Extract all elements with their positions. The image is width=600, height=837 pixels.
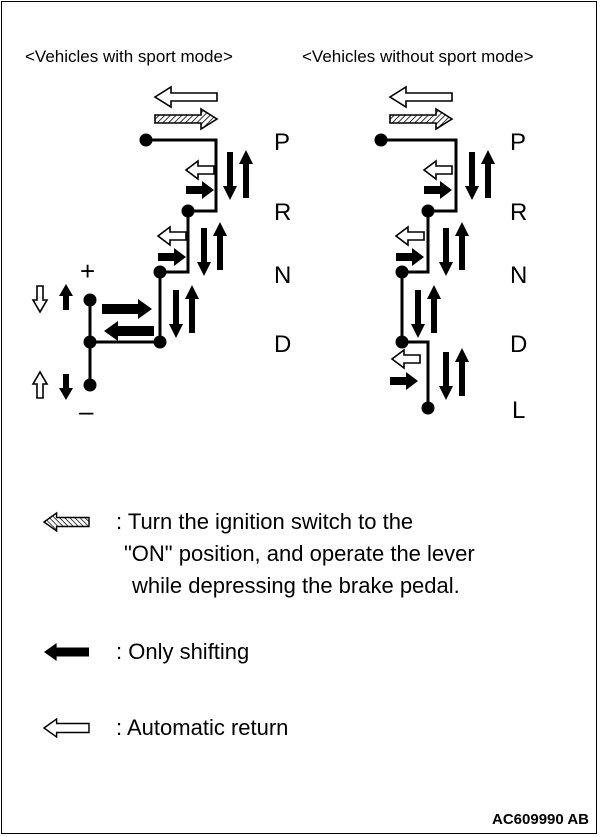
automatic-return-arrow-icon (157, 226, 187, 246)
shift-down-arrow-icon (439, 352, 453, 400)
position-r-label: R (274, 199, 291, 226)
gate-node-r (421, 204, 435, 218)
position-d-label: D (510, 331, 527, 358)
shift-down-arrow-icon (411, 290, 425, 338)
automatic-return-arrow-icon (391, 349, 421, 369)
position-d-label: D (274, 331, 291, 358)
automatic-return-arrow-icon (154, 86, 218, 108)
shift-up-arrow-icon (59, 284, 73, 310)
shift-arrow-icon (186, 181, 214, 199)
shift-gate-line (88, 138, 218, 385)
shift-gate-line (381, 138, 458, 408)
gate-node-r (181, 204, 195, 218)
legend-hatched-line2: "ON" position, and operate the lever (124, 541, 475, 566)
sport-mode-gate: P R N D + – (32, 86, 291, 426)
minus-label: – (79, 396, 94, 426)
shift-arrow-icon (390, 372, 418, 390)
solid-arrow-icon (44, 643, 89, 661)
heading-no-sport-mode: <Vehicles without sport mode> (302, 47, 534, 66)
automatic-return-arrow-icon (32, 371, 48, 399)
legend-outline: : Automatic return (116, 715, 288, 740)
shift-down-arrow-icon (59, 374, 73, 400)
figure-code: AC609990 AB (492, 811, 589, 828)
hatched-arrow-icon (43, 512, 90, 532)
shift-up-arrow-icon (239, 150, 253, 198)
shift-down-arrow-icon (465, 152, 479, 200)
shift-down-arrow-icon (169, 290, 183, 338)
position-n-label: N (274, 262, 291, 289)
shift-down-arrow-icon (439, 228, 453, 276)
legend: : Turn the ignition switch to the "ON" p… (43, 509, 475, 740)
shift-up-arrow-icon (213, 222, 227, 270)
automatic-return-arrow-icon (423, 160, 453, 180)
brake-shift-arrow-icon (389, 108, 453, 130)
gate-node-n (153, 265, 167, 279)
gate-node-d (153, 335, 167, 349)
gate-node-n (395, 265, 409, 279)
gate-node-sport (83, 335, 97, 349)
heading-sport-mode: <Vehicles with sport mode> (25, 47, 233, 66)
no-sport-mode-gate: P R N D L (374, 86, 527, 424)
position-r-label: R (510, 199, 527, 226)
legend-solid: : Only shifting (116, 639, 249, 664)
shift-arrow-icon (424, 181, 452, 199)
gate-node-p (374, 133, 388, 147)
shift-down-arrow-icon (197, 228, 211, 276)
automatic-return-arrow-icon (389, 86, 453, 108)
shift-up-arrow-icon (185, 285, 199, 333)
gate-node-p (139, 133, 153, 147)
gate-node-l (421, 401, 435, 415)
automatic-return-arrow-icon (185, 160, 215, 180)
shift-down-arrow-icon (223, 152, 237, 200)
brake-shift-arrow-icon (154, 108, 218, 130)
position-p-label: P (510, 129, 526, 156)
position-l-label: L (512, 397, 525, 424)
shift-arrow-icon (158, 248, 186, 266)
shift-up-arrow-icon (455, 348, 469, 396)
position-n-label: N (510, 262, 527, 289)
automatic-return-arrow-icon (32, 285, 48, 313)
shift-up-arrow-icon (455, 222, 469, 270)
legend-hatched-line1: : Turn the ignition switch to the (116, 509, 413, 534)
automatic-return-arrow-icon (395, 226, 425, 246)
gate-node-minus (83, 378, 97, 392)
shift-to-sport-arrow-icon (102, 299, 152, 319)
shift-up-arrow-icon (481, 150, 495, 198)
gate-node-plus (83, 293, 97, 307)
shift-up-arrow-icon (427, 285, 441, 333)
position-p-label: P (274, 129, 290, 156)
shift-from-sport-arrow-icon (104, 321, 154, 341)
legend-hatched-line3: while depressing the brake pedal. (131, 573, 460, 598)
gate-node-d (395, 335, 409, 349)
plus-label: + (80, 256, 95, 286)
outline-arrow-icon (43, 718, 90, 738)
shift-arrow-icon (396, 248, 424, 266)
